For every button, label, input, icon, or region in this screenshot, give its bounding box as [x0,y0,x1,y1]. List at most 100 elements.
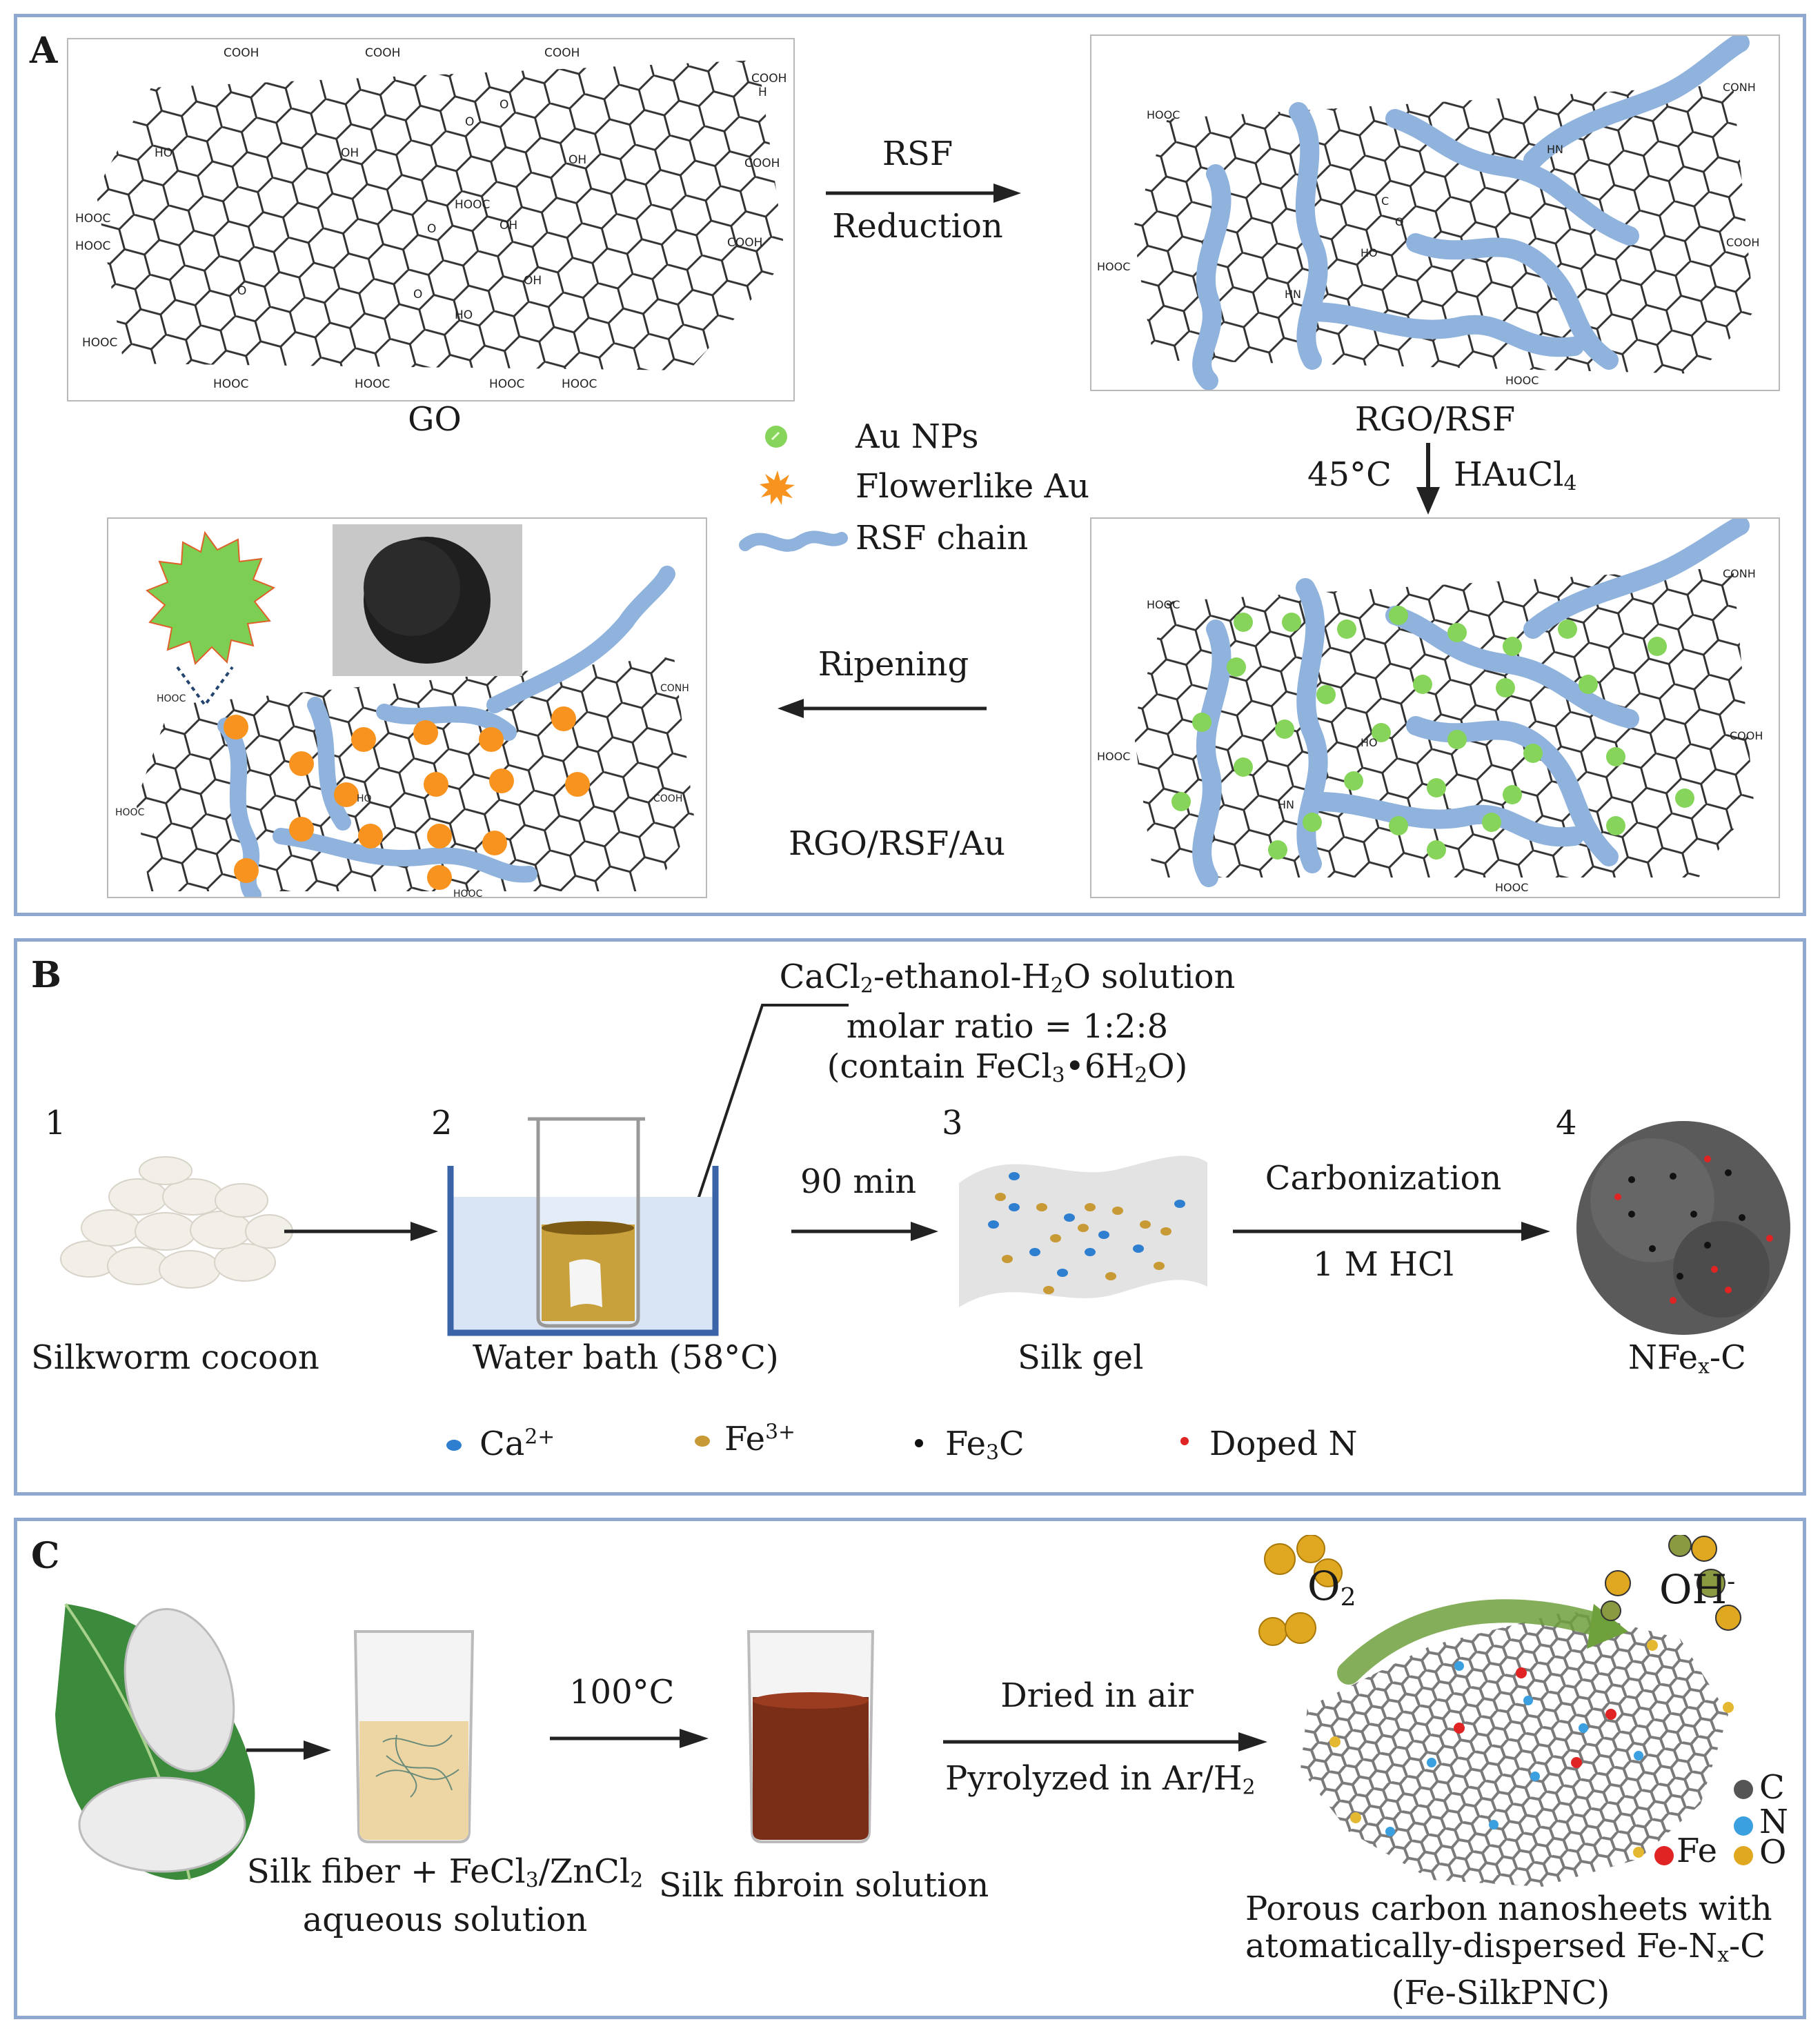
step2-reagent-sub: 4 [1563,471,1577,496]
arrow1-bottom-label: Reduction [832,207,1003,246]
go-label-ho-1: HO [155,146,172,160]
legend-fe-c-label: Fe [1676,1832,1718,1870]
panel-a-label: A [30,30,58,72]
c-caption3-line1: Porous carbon nanosheets with [1245,1890,1772,1928]
legend-ca-label: Ca2+ [479,1425,555,1463]
step2-reagent-label: HAuCl4 [1454,455,1576,496]
ripening-label: Ripening [818,645,969,684]
step4-number: 4 [1556,1104,1577,1142]
au-label-hooc-1: HOOC [157,693,186,704]
aunp-label-hooc-2: HOOC [1097,750,1130,763]
panel-b-label: B [31,954,61,996]
go-label-o-5: O [413,288,422,301]
go-label-cooh-5: COOH [744,157,780,170]
step1-caption: Silkworm cocoon [31,1338,319,1377]
nfe-c-sem-image [1576,1121,1790,1335]
fe-silkpnc-nanosheet-image [1258,1535,1741,1887]
step2-arrow-label: 90 min [800,1162,917,1201]
step1-arrow [284,1222,438,1241]
au-label-cooh: COOH [653,793,682,804]
go-label-oh-3: OH [499,219,517,232]
ripening-left-arrow [778,699,987,718]
legend-fe3c-icon [915,1439,923,1447]
step1-number: 1 [45,1104,66,1142]
aunp-label-cooh: COOH [1730,729,1763,742]
c-caption1: Silk fiber + FeCl3/ZnCl2 aqueous solutio… [245,1852,645,1939]
rgo-label-cooh-1: COOH [1726,236,1759,249]
aunp-label-hooc-1: HOOC [1147,598,1180,611]
callout-line-3: (contain FeCl3•6H2O) [827,1047,1188,1088]
c-caption1-line2: aqueous solution [302,1900,588,1939]
panel-c-label: C [31,1535,60,1577]
rgo-label-c: C [1381,195,1389,208]
legend-au-np-label: Au NPs [855,417,979,456]
step2-caption: Water bath (58°C) [473,1338,779,1377]
carbonization-label: Carbonization [1265,1159,1502,1198]
go-label-hooc-8: HOOC [455,198,490,212]
rgo-rsf-svg: HOOC HOOC HOOC COOH CONH HN HN C O HO [1097,36,1759,390]
go-lattice-svg: COOH COOH COOH COOH H COOH COOH HOOC HOO… [75,46,787,391]
legend-doped-n-icon [1180,1437,1189,1445]
go-label-hooc-3: HOOC [82,336,117,350]
legend-fe3c-label: Fe3C [945,1425,1025,1465]
flowerlike-au-inset [146,530,276,665]
callout-leader-line [668,1004,849,1287]
go-label-oh-1: OH [341,146,359,160]
c-caption3-line3: (Fe-SilkPNC) [1391,1973,1610,2012]
oh-label: OH- [1659,1566,1736,1613]
rgo-rsf-au-svg: HOOC HOOC HOOC COOH CONH HO [115,524,695,897]
rgo-rsf-aunp-svg: HOOC HOOC HOOC COOH CONH HN HO [1097,519,1763,894]
go-label-o-1: O [499,98,508,112]
panel-a: A COOH COOH COOH COOH H COOH COOH HOOC H… [14,14,1806,916]
go-label-hooc-7: HOOC [562,377,597,391]
step3-arrow [1233,1222,1550,1241]
panel-b: B CaCl2-ethanol-H2O solution molar ratio… [14,938,1806,1496]
legend-doped-n-label: Doped N [1209,1425,1358,1463]
step2-temp-label: 45°C [1307,455,1392,494]
au-label-ho: HO [357,793,372,804]
legend-n-icon [1734,1816,1753,1836]
silk-fiber-beaker-image [353,1630,475,1843]
c-step3-arrow [943,1732,1267,1752]
water-bath-image [447,1117,719,1336]
c-caption3: Porous carbon nanosheets with atomatical… [1245,1890,1772,2012]
aunp-label-hooc-3: HOOC [1495,881,1528,894]
rgo-rsf-au-caption: RGO/RSF/Au [788,824,1006,863]
go-label-cooh-h: H [758,86,767,99]
callout-line-2: molar ratio = 1:2:8 [846,1006,1169,1046]
silk-fibroin-beaker-image [746,1630,875,1843]
rgo-rsf-au-box: HOOC HOOC HOOC COOH CONH HO [107,517,707,898]
rgo-rsf-aunp-box: HOOC HOOC HOOC COOH CONH HN HO [1090,517,1780,898]
go-label-hooc-1: HOOC [75,212,110,226]
panel-c: C Silk fiber + FeCl3/ZnCl2 aqueous solut… [14,1518,1806,2019]
step2-arrow [791,1222,938,1241]
legend-rsf-chain-label: RSF chain [855,519,1029,557]
legend-o-label: O [1759,1833,1787,1872]
silkworm-cocoon-image [60,1156,293,1289]
silk-gel-image [959,1156,1207,1307]
legend-c-label: C [1759,1768,1785,1807]
step3-caption: Silk gel [1018,1338,1144,1377]
legend-fe-c-icon [1654,1846,1674,1865]
step4-caption: NFex-C [1628,1338,1746,1379]
c-arrow2-label: 100°C [569,1673,675,1712]
legend-rsf-chain-icon [739,530,848,552]
aunp-label-conh: CONH [1723,567,1756,580]
legend-flower-au-label: Flowerlike Au [855,467,1090,506]
go-label-oh-2: OH [568,153,586,167]
au-np-particle [1234,613,1253,632]
go-label-oh-4: OH [524,274,542,288]
c-caption3-line2: atomatically-dispersed Fe-Nx-C [1245,1927,1765,1967]
au-label-hooc-3: HOOC [453,889,483,897]
rgo-label-ho: HO [1361,246,1378,259]
go-label-o-3: O [427,222,436,236]
legend-flower-au-icon [760,470,795,505]
rgo-label-o: O [1395,215,1404,228]
rgo-label-conh: CONH [1723,81,1756,94]
c-caption2: Silk fibroin solution [659,1866,989,1905]
go-label-cooh-2: COOH [365,46,400,60]
step3-number: 3 [942,1104,963,1142]
rgo-label-hooc-1: HOOC [1147,108,1180,121]
go-label-o-4: O [237,284,246,298]
c-step2-arrow [550,1729,709,1748]
